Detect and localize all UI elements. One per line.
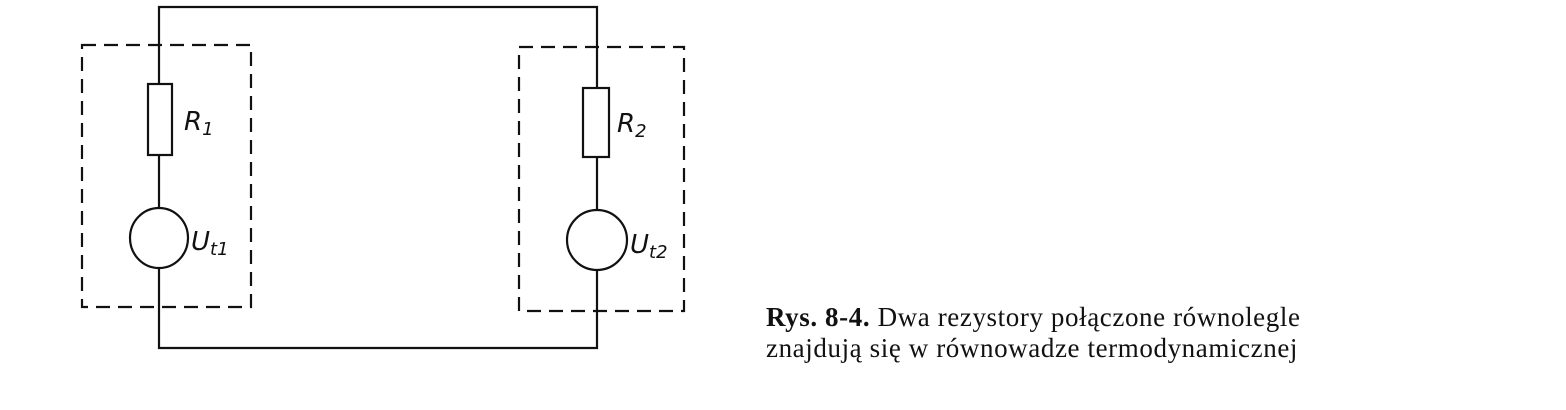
- voltage-source-ut1: [128, 206, 190, 270]
- wire-loop: [157, 5, 599, 350]
- label-ut1: Ut1: [191, 227, 229, 260]
- figure-caption: Rys. 8-4. Dwa rezystory połączone równol…: [766, 302, 1301, 364]
- resistor-r1: [146, 82, 174, 157]
- dashed-box-right: [517, 45, 686, 313]
- label-r1: R1: [184, 107, 214, 140]
- dashed-box-left: [80, 43, 253, 309]
- label-r2: R2: [617, 109, 647, 142]
- caption-line-2: znajdują się w równowadze termodynamiczn…: [766, 333, 1299, 363]
- figure-label: Rys. 8-4.: [766, 302, 871, 332]
- resistor-r2: [581, 86, 611, 159]
- label-ut2: Ut2: [630, 230, 668, 263]
- voltage-source-ut2: [565, 208, 629, 272]
- caption-line-1: Dwa rezystory połączone równolegle: [877, 302, 1301, 332]
